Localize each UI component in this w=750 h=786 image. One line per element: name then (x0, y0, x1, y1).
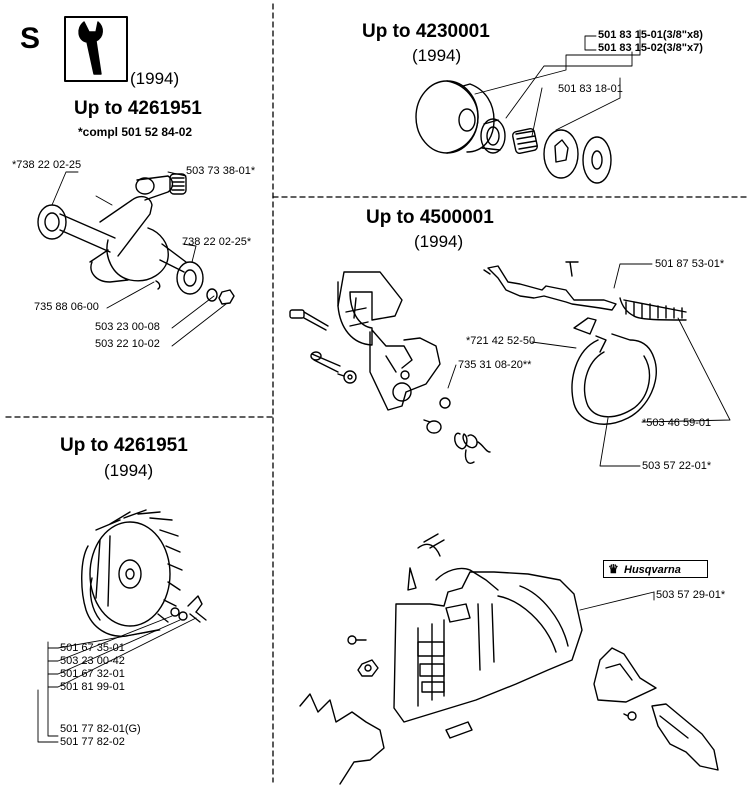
section-dividers (5, 3, 747, 783)
part-label: 503 22 10-02 (95, 338, 160, 350)
part-label: 501 67 35-01 (60, 642, 125, 654)
part-label: *721 42 52-50 (466, 335, 536, 347)
part-label: 501 83 18-01 (558, 83, 623, 95)
part-label: 501 87 53-01* (655, 258, 725, 270)
chain-brake-drawing (289, 261, 731, 467)
brake-year: (1994) (414, 232, 464, 251)
part-label: 501 77 82-02 (60, 736, 125, 748)
part-label: *503 46 59-01 (642, 417, 712, 429)
part-label: 501 81 99-01 (60, 681, 125, 693)
part-label: 738 22 02-25* (182, 236, 252, 248)
part-label: 503 57 29-01* (656, 589, 726, 601)
part-label: 503 57 22-01* (642, 460, 712, 472)
part-label: *738 22 02-25 (12, 159, 82, 171)
sheet-letter: S (20, 22, 41, 55)
brake-heading: Up to 4500001 (366, 207, 494, 228)
crankshaft-heading: Up to 4261951 (74, 98, 202, 119)
husqvarna-crown-icon: ♛ (608, 562, 619, 576)
part-label: 735 88 06-00 (34, 301, 99, 313)
part-label: 735 31 08-20** (458, 359, 532, 371)
flywheel-year: (1994) (104, 461, 154, 480)
clutch-year: (1994) (412, 46, 462, 65)
part-label: 501 83 15-02(3/8"x7) (598, 42, 703, 54)
clutch-drawing (415, 29, 641, 184)
brand-name: Husqvarna (624, 564, 681, 576)
flywheel-heading: Up to 4261951 (60, 435, 188, 456)
flywheel-drawing (37, 509, 207, 743)
husqvarna-logo: ♛ Husqvarna (603, 560, 708, 578)
part-label: 503 23 00-42 (60, 655, 125, 667)
crankshaft-drawing (37, 171, 235, 347)
part-label: 501 67 32-01 (60, 668, 125, 680)
part-label: 501 83 15-01(3/8"x8) (598, 29, 703, 41)
part-label: 501 77 82-01(G) (60, 723, 141, 735)
wrench-icon (64, 16, 128, 82)
part-label: 503 73 38-01* (186, 165, 256, 177)
clutch-heading: Up to 4230001 (362, 21, 490, 42)
crankshaft-kit-note: *compl 501 52 84-02 (78, 125, 193, 139)
part-label: 503 23 00-08 (95, 321, 160, 333)
crankshaft-year: (1994) (130, 69, 180, 88)
clutch-cover-drawing (299, 533, 719, 785)
